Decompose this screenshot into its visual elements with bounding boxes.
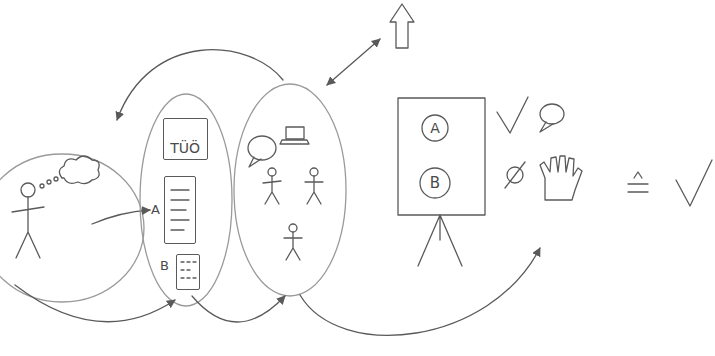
- figure-head: [21, 183, 35, 197]
- speech-tail: [249, 157, 261, 167]
- group-ellipse: [140, 94, 232, 306]
- laptop-screen: [286, 127, 304, 139]
- flip-chart-board: [398, 98, 485, 215]
- check-mark: [497, 97, 528, 133]
- circle-label: A: [430, 121, 440, 135]
- hand-symbol: [540, 156, 582, 200]
- stick-figure: [263, 168, 281, 204]
- node-label: TÜÖ: [170, 141, 200, 155]
- node-label: A: [151, 203, 160, 216]
- checkbox-marks: [181, 262, 196, 278]
- figure-head: [310, 168, 318, 176]
- option-circle: A: [421, 114, 449, 142]
- laptop-base: [280, 140, 309, 144]
- group-ellipse: [0, 154, 144, 302]
- figure-head: [268, 168, 276, 176]
- figure-head: [289, 224, 297, 232]
- figure-body: [12, 197, 44, 258]
- thought-dot: [40, 184, 44, 188]
- circle-shape: [422, 115, 448, 141]
- thought-cloud: [59, 156, 99, 184]
- stick-figure: [12, 183, 44, 258]
- figure-body: [284, 232, 302, 260]
- flow-arrow: [192, 296, 285, 322]
- stick-figure: [305, 168, 323, 204]
- list-card: A: [164, 176, 196, 244]
- flow-arrow: [15, 285, 175, 322]
- circle-shape: [420, 168, 450, 198]
- flip-chart-stand: [418, 215, 462, 266]
- node-label: B: [160, 259, 169, 272]
- thought-dot: [47, 180, 51, 184]
- speech-bubble: [540, 104, 564, 124]
- thought-dot: [54, 177, 58, 181]
- feedback-arrow: [117, 50, 283, 120]
- checklist-card: B: [176, 254, 200, 290]
- list-lines: [171, 190, 189, 230]
- speech-bubble: [248, 136, 276, 160]
- speech-tail: [540, 122, 553, 132]
- option-circle: B: [419, 167, 451, 199]
- circle-label: B: [430, 176, 440, 191]
- corresponds-symbol: [628, 172, 648, 192]
- up-arrow-symbol: [390, 4, 414, 48]
- group-ellipse: [234, 84, 346, 296]
- label-box: TÜÖ: [163, 118, 208, 160]
- check-mark: [676, 160, 712, 206]
- flow-arrow: [300, 248, 540, 335]
- empty-set-slash: [505, 162, 525, 188]
- figure-body: [263, 176, 281, 204]
- double-arrow: [327, 39, 380, 85]
- figure-body: [305, 176, 323, 204]
- stick-figure: [284, 224, 302, 260]
